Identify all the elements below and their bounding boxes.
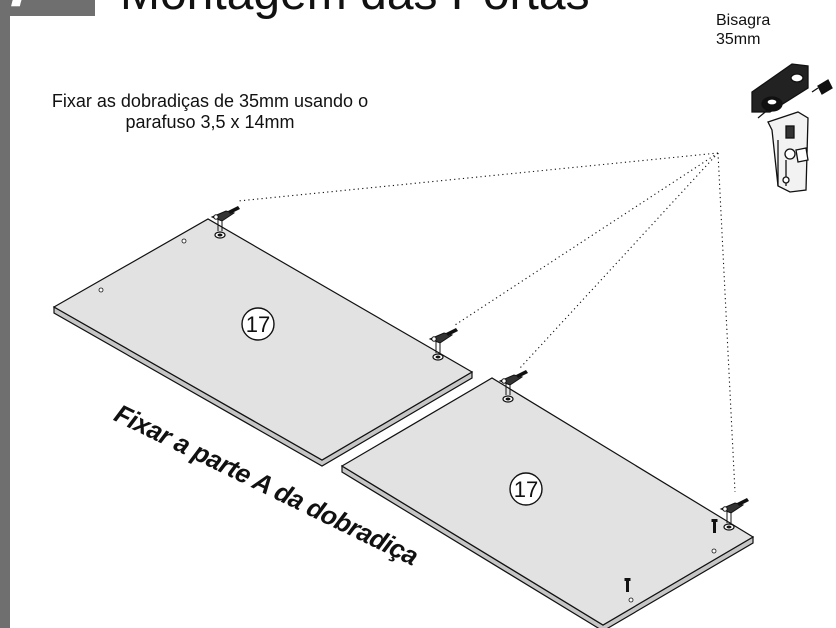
panel-2-label: 17 [514, 477, 538, 502]
door-panel-2: 17 [340, 377, 755, 628]
instruction-line2: parafuso 3,5 x 14mm [125, 112, 295, 132]
leader-lines [237, 152, 736, 493]
panel-1-label: 17 [246, 312, 270, 337]
screw-icon [624, 519, 718, 592]
instruction-line1: Fixar as dobradiças de 35mm usando o [51, 91, 369, 111]
left-sidebar-bar [0, 0, 10, 628]
page-title: Montagem das Portas [120, 0, 590, 18]
step-badge: 7 [0, 0, 95, 16]
hinge-label: Bisagra 35mm [716, 11, 770, 49]
hinge-label-line1: Bisagra [716, 12, 771, 29]
hinge-label-line2: 35mm [716, 31, 761, 48]
instruction-text: Fixar as dobradiças de 35mm usando o par… [10, 91, 410, 133]
step-number: 7 [6, 0, 39, 16]
door-panel-1: 17 [52, 218, 474, 467]
hinge-detail-icon [751, 63, 833, 193]
